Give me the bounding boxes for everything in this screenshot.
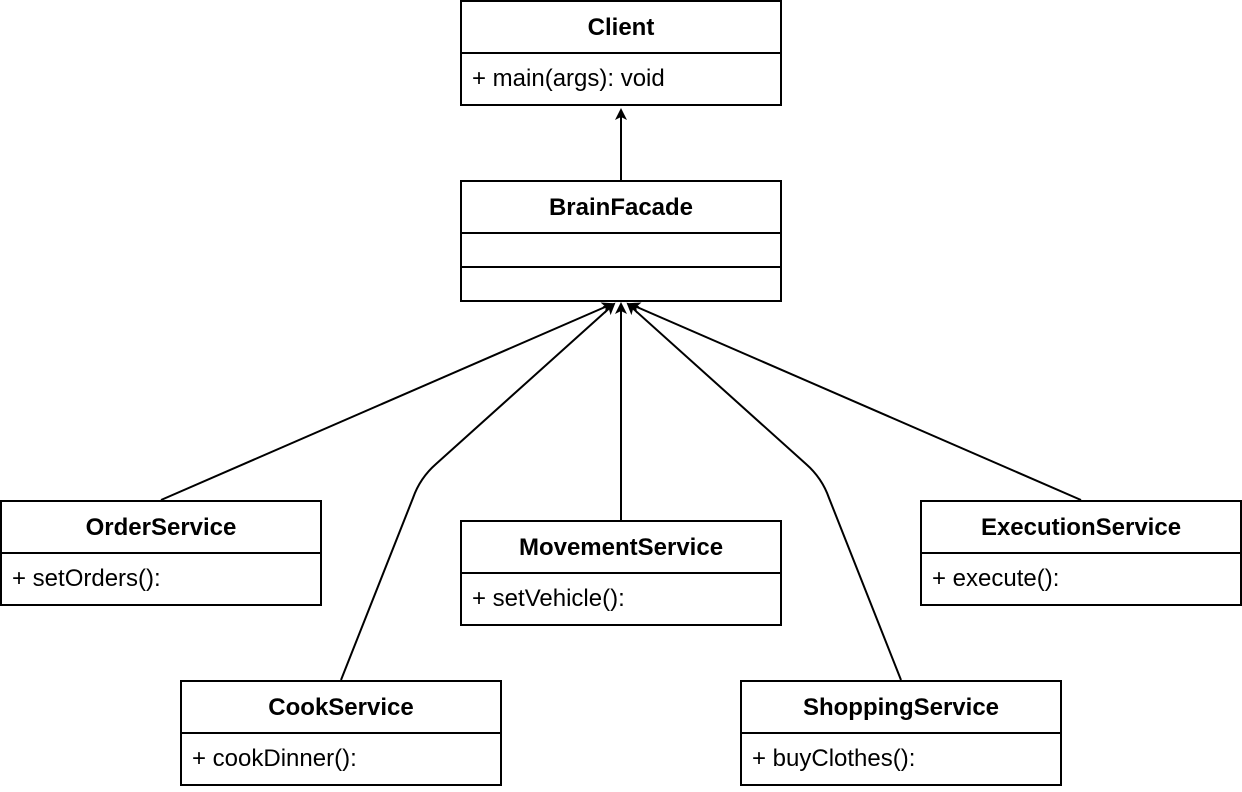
class-shoppingservice-method: + buyClothes(): [752,745,916,772]
class-brainfacade-methods [462,268,780,302]
class-movementservice[interactable]: MovementService + setVehicle(): [460,520,782,626]
class-cookservice-name: CookService [182,682,500,734]
class-client-name: Client [462,2,780,54]
class-movementservice-name: MovementService [462,522,780,574]
class-orderservice-method: + setOrders(): [12,565,161,592]
class-executionservice-method: + execute(): [932,565,1060,592]
class-orderservice-name: OrderService [2,502,320,554]
class-movementservice-method: + setVehicle(): [472,585,625,612]
class-executionservice-name: ExecutionService [922,502,1240,554]
class-brainfacade-attributes [462,234,780,268]
class-brainfacade[interactable]: BrainFacade [460,180,782,302]
class-executionservice[interactable]: ExecutionService + execute(): [920,500,1242,606]
class-client[interactable]: Client + main(args): void [460,0,782,106]
class-brainfacade-name: BrainFacade [462,182,780,234]
edge-executionservice-to-brainfacade [628,302,1082,501]
class-client-method: + main(args): void [472,65,665,92]
class-cookservice-method: + cookDinner(): [192,745,357,772]
class-cookservice[interactable]: CookService + cookDinner(): [180,680,502,786]
class-shoppingservice[interactable]: ShoppingService + buyClothes(): [740,680,1062,786]
class-shoppingservice-name: ShoppingService [742,682,1060,734]
edge-orderservice-to-brainfacade [160,302,614,501]
class-orderservice[interactable]: OrderService + setOrders(): [0,500,322,606]
